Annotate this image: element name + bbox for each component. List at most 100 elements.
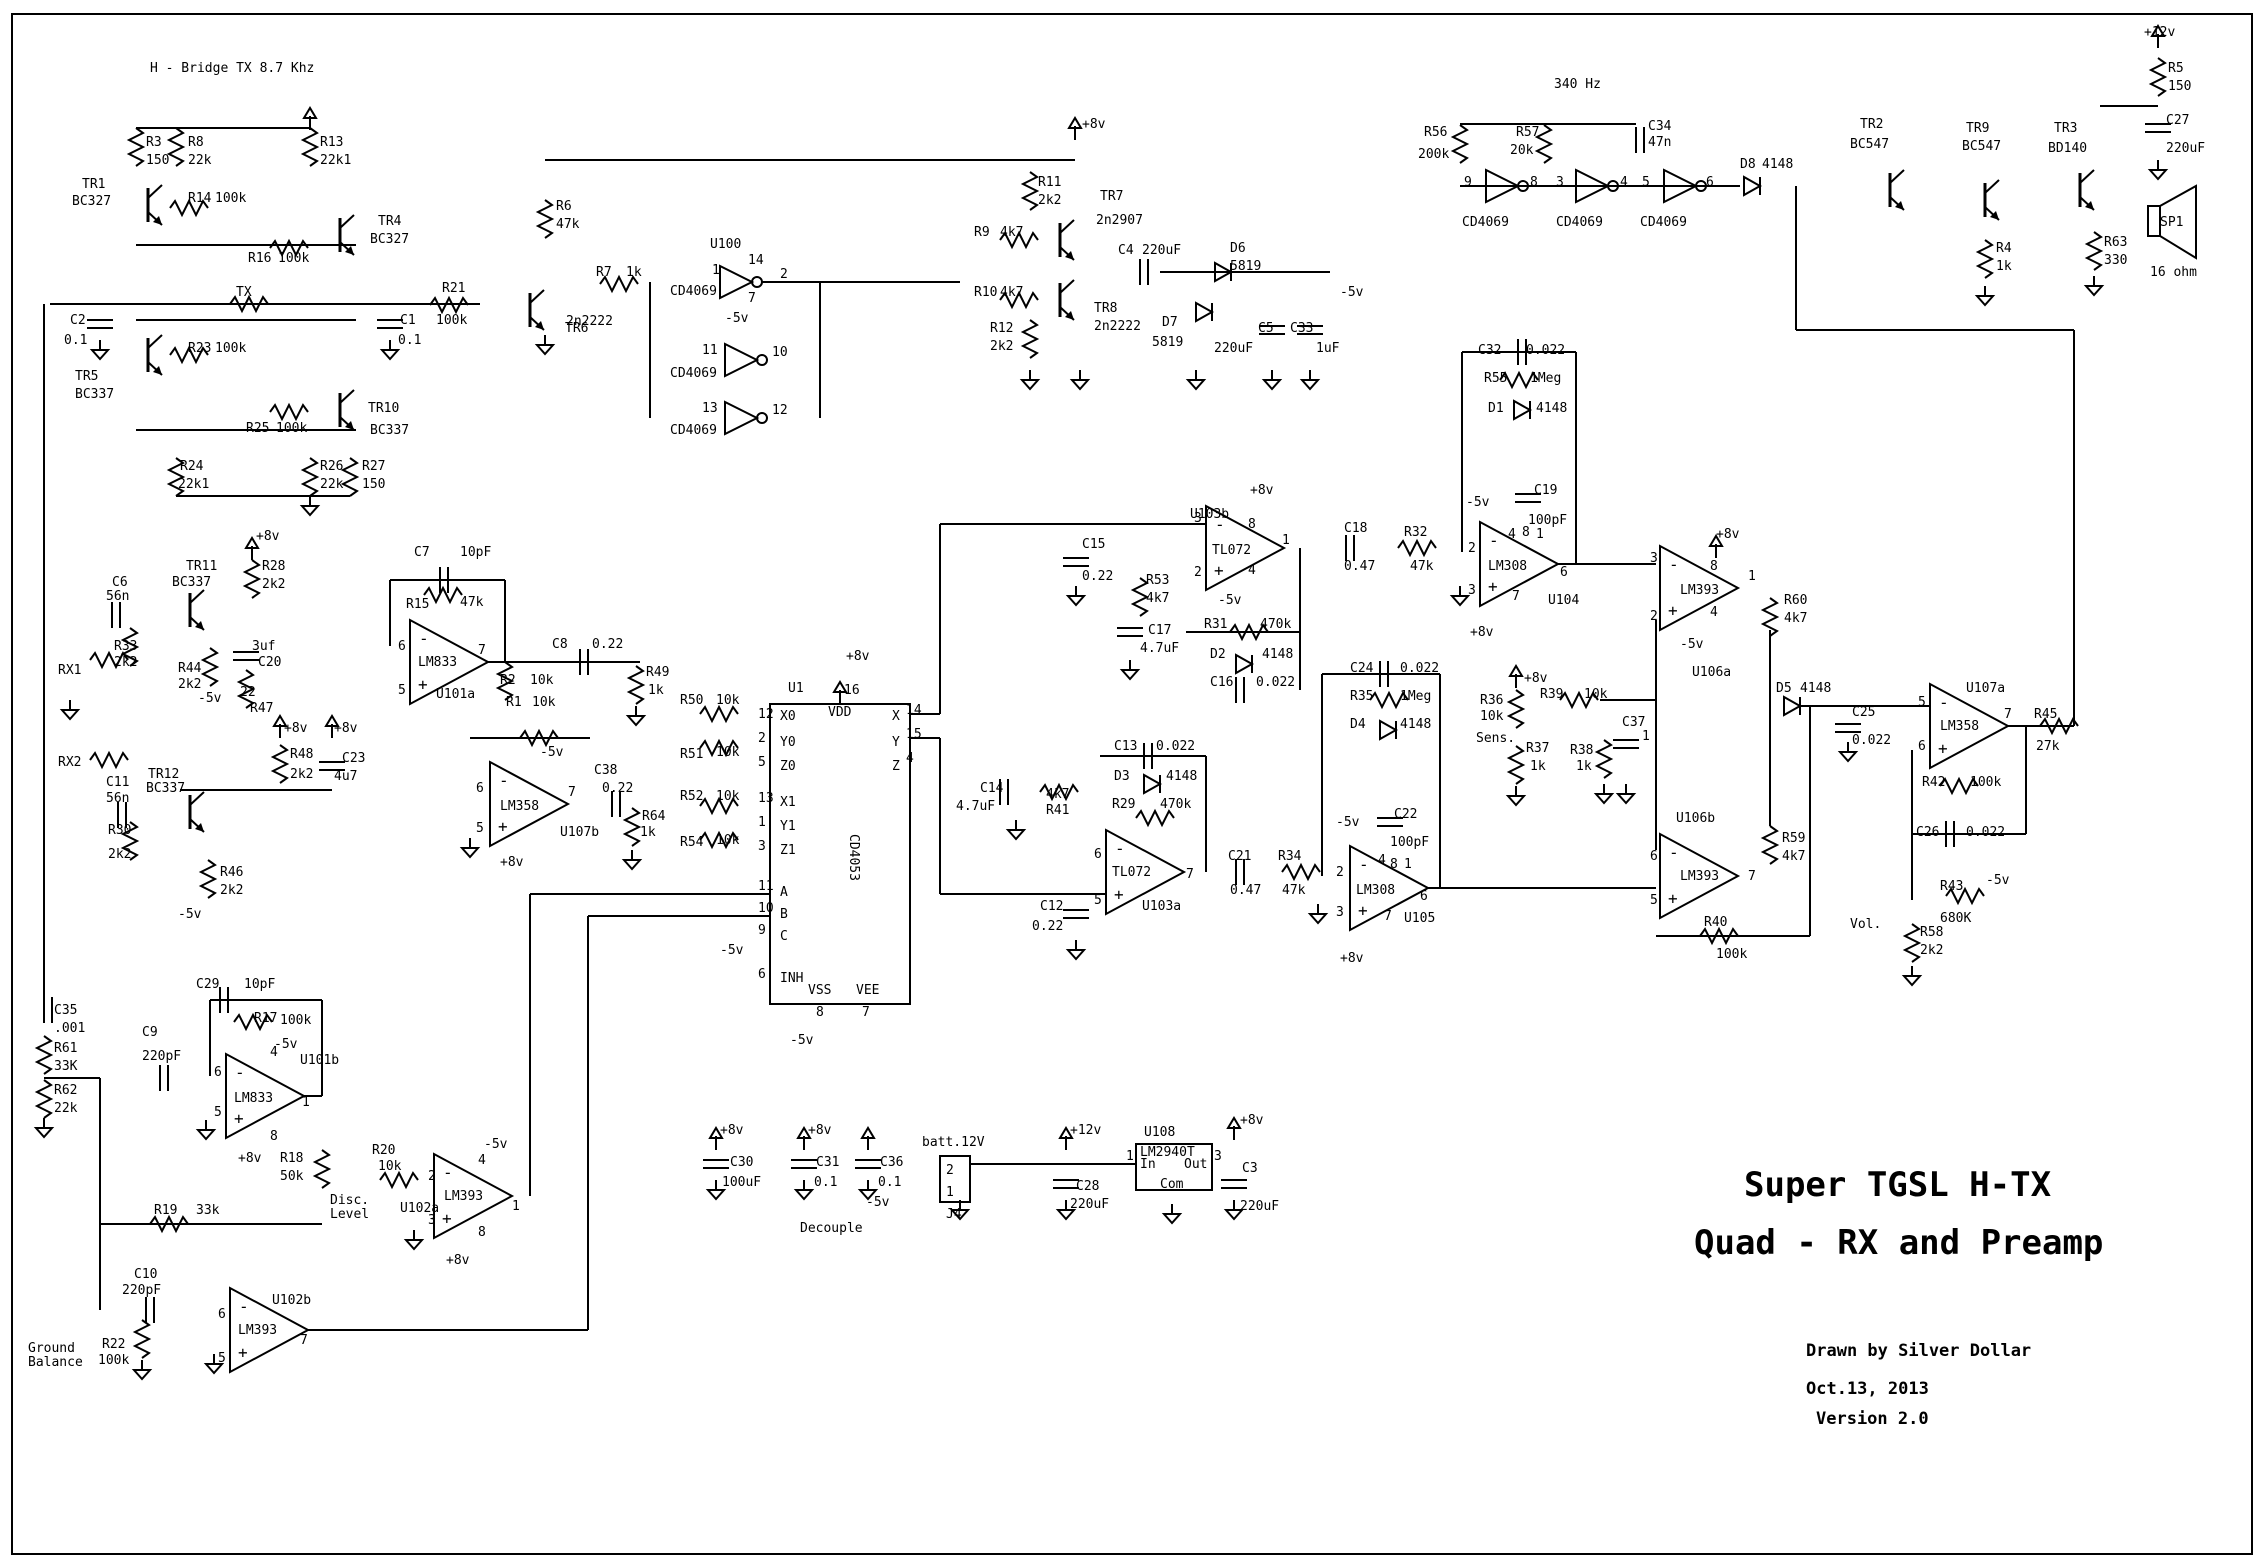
svg-text:8: 8 [1710,559,1718,574]
svg-text:10k: 10k [716,833,740,848]
svg-text:LM358: LM358 [500,799,539,814]
svg-text:100k: 100k [276,421,307,436]
svg-text:10k: 10k [716,745,740,760]
sheet-border [11,13,2253,1555]
svg-text:R44: R44 [178,661,202,676]
svg-text:D6: D6 [1230,241,1246,256]
svg-text:LM358: LM358 [1940,719,1979,734]
svg-text:U107b: U107b [560,825,599,840]
svg-text:0.022: 0.022 [1400,661,1439,676]
svg-text:+8v: +8v [1240,1113,1264,1128]
svg-text:5: 5 [476,821,484,836]
svg-text:TR8: TR8 [1094,301,1117,316]
svg-text:In: In [1140,1157,1156,1172]
svg-text:6: 6 [758,967,766,982]
svg-text:27k: 27k [2036,739,2060,754]
svg-text:C10: C10 [134,1267,157,1282]
svg-text:100k: 100k [1716,947,1747,962]
svg-text:U108: U108 [1144,1125,1175,1140]
svg-text:-5v: -5v [274,1037,298,1052]
svg-text:C23: C23 [342,751,365,766]
svg-text:R30: R30 [108,823,131,838]
svg-text:TR9: TR9 [1966,121,1989,136]
svg-text:4k7: 4k7 [1146,591,1169,606]
svg-text:C6: C6 [112,575,128,590]
svg-text:56n: 56n [106,589,129,604]
svg-text:U102b: U102b [272,1293,311,1308]
svg-text:R29: R29 [1112,797,1135,812]
svg-text:1: 1 [1642,729,1650,744]
svg-text:R62: R62 [54,1083,77,1098]
svg-text:2: 2 [1336,865,1344,880]
svg-text:R54: R54 [680,835,704,850]
svg-text:LM833: LM833 [418,655,457,670]
svg-text:R31: R31 [1204,617,1227,632]
speaker-label: SP1 [2160,215,2183,230]
svg-text:0.022: 0.022 [1852,733,1891,748]
svg-text:C21: C21 [1228,849,1251,864]
svg-text:TR6: TR6 [565,321,588,336]
svg-text:2: 2 [1194,565,1202,580]
svg-text:C: C [780,929,788,944]
svg-text:1: 1 [712,263,720,278]
svg-text:CD4069: CD4069 [670,284,717,299]
svg-text:0.22: 0.22 [1082,569,1113,584]
svg-text:-5v: -5v [866,1195,890,1210]
svg-text:22k: 22k [188,153,212,168]
svg-text:0.22: 0.22 [592,637,623,652]
svg-text:-5v: -5v [720,943,744,958]
svg-text:R9: R9 [974,225,990,240]
svg-text:10k: 10k [1584,687,1608,702]
svg-text:R51: R51 [680,747,703,762]
svg-text:D4: D4 [1350,717,1366,732]
svg-text:0.47: 0.47 [1344,559,1375,574]
svg-text:+8v: +8v [846,649,870,664]
svg-text:R10: R10 [974,285,997,300]
rx2-label: RX2 [58,755,81,770]
svg-text:5: 5 [214,1105,222,1120]
svg-text:U107a: U107a [1966,681,2005,696]
svg-text:C12: C12 [1040,899,1063,914]
svg-text:TR4: TR4 [378,214,402,229]
svg-text:R47: R47 [250,701,273,716]
svg-text:LM393: LM393 [238,1323,277,1338]
svg-text:R35: R35 [1350,689,1373,704]
svg-text:10pF: 10pF [460,545,491,560]
svg-text:R45: R45 [2034,707,2057,722]
svg-text:C28: C28 [1076,1179,1099,1194]
svg-text:-5v: -5v [540,745,564,760]
svg-text:14: 14 [748,253,764,268]
svg-text:10: 10 [772,345,788,360]
svg-text:C34: C34 [1648,119,1672,134]
svg-text:R32: R32 [1404,525,1427,540]
svg-text:TR1: TR1 [82,177,105,192]
svg-text:47k: 47k [556,217,580,232]
svg-text:-5v: -5v [1680,637,1704,652]
svg-text:2: 2 [1650,609,1658,624]
svg-text:+8v: +8v [1470,625,1494,640]
svg-text:1: 1 [1404,857,1412,872]
svg-text:R28: R28 [262,559,285,574]
svg-text:R42: R42 [1922,775,1945,790]
svg-text:BC337: BC337 [146,781,185,796]
svg-text:C24: C24 [1350,661,1374,676]
svg-text:R48: R48 [290,747,313,762]
svg-text:10k: 10k [530,673,554,688]
svg-text:C18: C18 [1344,521,1367,536]
svg-text:8: 8 [816,1005,824,1020]
svg-text:47k: 47k [1410,559,1434,574]
speaker-icon [2147,184,2197,260]
svg-text:C7: C7 [414,545,430,560]
svg-text:3: 3 [428,1213,436,1228]
svg-text:1k: 1k [1576,759,1592,774]
svg-text:150: 150 [2168,79,2191,94]
svg-text:6: 6 [214,1065,222,1080]
ground-label: Ground [28,1341,75,1356]
svg-text:22k1: 22k1 [320,153,351,168]
disc-label: Disc. [330,1193,369,1208]
svg-text:2k2: 2k2 [990,339,1013,354]
svg-text:3: 3 [758,839,766,854]
svg-text:2k2: 2k2 [220,883,243,898]
